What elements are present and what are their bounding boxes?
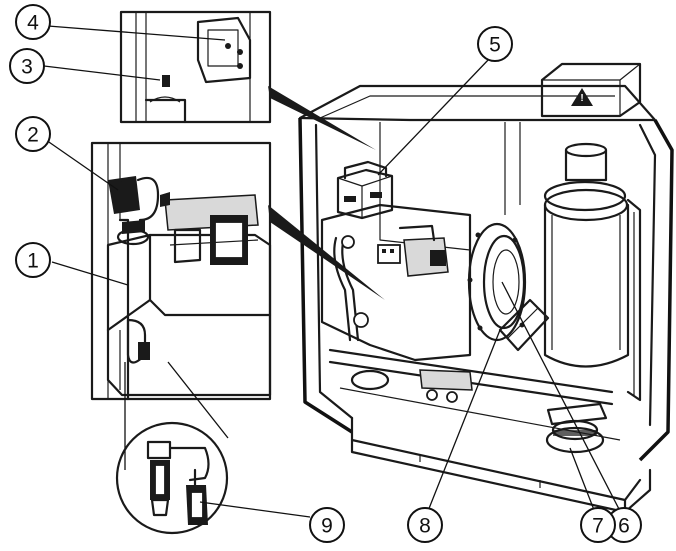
callout-7: 7 (580, 507, 616, 543)
callout-8: 8 (407, 507, 443, 543)
callout-1-label: 1 (27, 250, 39, 273)
callout-2-label: 2 (27, 124, 39, 147)
lower-assembly (350, 298, 608, 454)
control-module (377, 244, 401, 264)
callout-8-label: 8 (419, 515, 431, 538)
inset-round-detail (115, 361, 229, 535)
part-1-tank (106, 233, 272, 397)
callout-3: 3 (9, 48, 45, 84)
burner-housing (320, 203, 527, 362)
callout-6-label: 6 (618, 515, 630, 538)
callout-5-label: 5 (489, 34, 501, 57)
callout-6: 6 (606, 507, 642, 543)
callout-2: 2 (15, 116, 51, 152)
callout-3-label: 3 (21, 56, 33, 79)
part-3-switch (162, 75, 170, 87)
inset-top-detail (119, 10, 376, 150)
callout-7-label: 7 (592, 515, 604, 538)
callout-1: 1 (15, 242, 51, 278)
heat-exchanger-cylinder (543, 142, 642, 402)
callout-4-label: 4 (27, 12, 39, 35)
leader-lines (43, 25, 621, 518)
inset-middle-detail (90, 141, 385, 401)
callout-5: 5 (477, 26, 513, 62)
component-5-unit (336, 160, 394, 220)
part-2-filler (108, 176, 160, 246)
boiler-cabinet (298, 84, 674, 514)
warning-triangle-icon: ! (571, 88, 593, 106)
warning-symbol: ! (580, 93, 583, 104)
callout-4: 4 (15, 4, 51, 40)
callout-9: 9 (309, 507, 345, 543)
callout-9-label: 9 (321, 515, 333, 538)
warning-box: ! (540, 62, 642, 118)
